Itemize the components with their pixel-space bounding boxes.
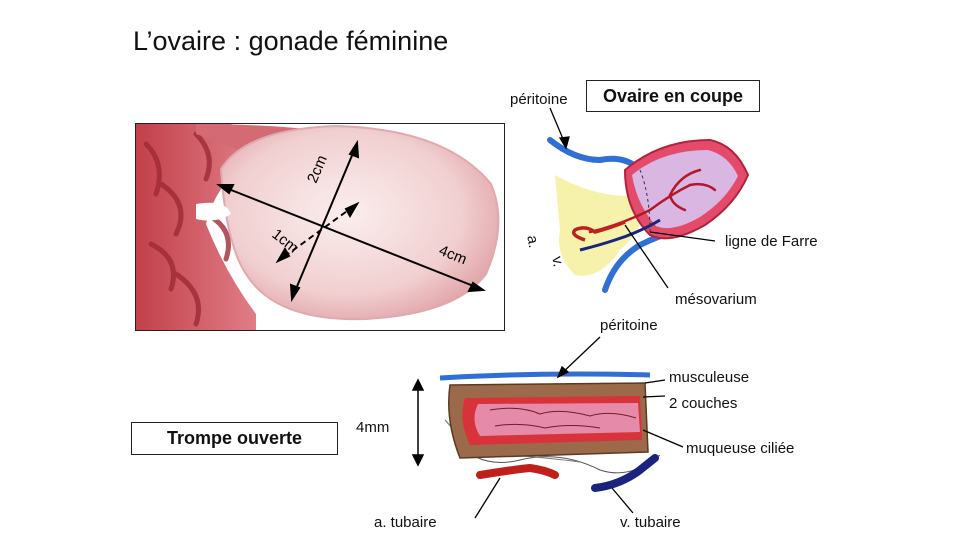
muqueuse-label: muqueuse ciliée — [686, 440, 795, 457]
section-vein-label: v. — [548, 255, 567, 269]
ovary-section-drawing — [547, 137, 750, 293]
length-arrow — [220, 185, 482, 290]
ovary-photo: 2cm 1cm 4cm — [135, 123, 505, 331]
ovary-body — [219, 124, 500, 321]
depth-arrow — [280, 205, 355, 260]
tube-drawing — [439, 371, 661, 492]
section-title-box: Ovaire en coupe — [586, 80, 760, 112]
section-peritoine-label: péritoine — [510, 91, 568, 108]
vein-tubaire-label: v. tubaire — [620, 514, 681, 531]
thickness-label: 4mm — [356, 419, 390, 436]
width-arrow — [292, 145, 357, 297]
two-layers-label: 2 couches — [669, 395, 738, 412]
page-title: L’ovaire : gonade féminine — [133, 26, 449, 56]
tube-title-box: Trompe ouverte — [131, 422, 338, 455]
ligne-de-farre-label: ligne de Farre — [725, 233, 818, 250]
tube-peritoine-label: péritoine — [600, 317, 658, 334]
artery-tubaire-label: a. tubaire — [374, 514, 437, 531]
musculeuse-label: musculeuse — [669, 369, 750, 386]
mesovarium-label: mésovarium — [675, 291, 757, 308]
section-artery-label: a. — [523, 234, 543, 250]
ovary-photo-drawing: 2cm 1cm 4cm — [136, 124, 504, 330]
